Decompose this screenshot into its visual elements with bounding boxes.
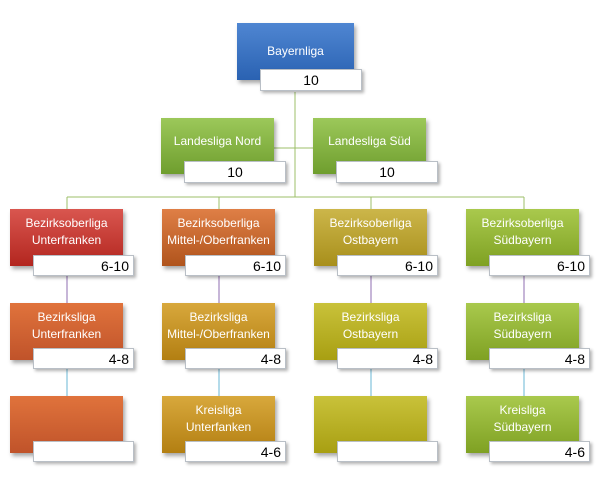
node-landesliga-nord-value: 10 [184,161,286,183]
node-bol-unterfranken-line2: Unterfranken [31,233,102,247]
node-bol-mittel-oberfranken-line2: Mittel-/Oberfranken [167,233,270,247]
node-landesliga-sued-label: Landesliga Süd [328,133,411,148]
node-kl-unterfanken-line2: Unterfanken [185,420,252,434]
node-bayernliga-label: Bayernliga [267,44,324,58]
node-bol-suedbayern-line1: Bezirksoberliga [481,216,564,230]
node-bl-suedbayern-value: 4-8 [489,348,590,369]
node-bol-mittel-oberfranken-value: 6-10 [185,255,286,276]
node-bol-unterfranken-value: 6-10 [33,255,134,276]
node-bol-ostbayern-line2: Ostbayern [342,233,399,247]
node-bol-ostbayern-value: 6-10 [337,255,438,276]
node-kl-unterfanken-line1: Kreisliga [195,403,242,417]
node-bol-suedbayern-line2: Südbayern [493,233,552,247]
node-bl-unterfranken-line1: Bezirksliga [37,310,96,324]
node-kl-suedbayern-line2: Südbayern [493,420,552,434]
node-landesliga-nord-label: Landesliga Nord [173,133,262,148]
node-kl-unterfanken-value: 4-6 [185,441,286,462]
node-bol-suedbayern-value: 6-10 [489,255,590,276]
node-bl-unterfranken-value: 4-8 [33,348,134,369]
node-bol-ostbayern-line1: Bezirksoberliga [329,216,412,230]
node-bl-suedbayern-line2: Südbayern [493,327,552,341]
node-landesliga-sued-value: 10 [336,161,438,183]
node-bl-suedbayern-line1: Bezirksliga [493,310,552,324]
node-kl-col3-value [337,441,438,462]
node-kl-suedbayern-value: 4-6 [489,441,590,462]
node-bl-mittel-oberfranken-line2: Mittel-/Oberfranken [167,327,270,341]
node-bl-ostbayern-value: 4-8 [337,348,438,369]
node-kl-suedbayern-line1: Kreisliga [499,403,546,417]
node-bol-unterfranken-line1: Bezirksoberliga [25,216,108,230]
node-bl-mittel-oberfranken-value: 4-8 [185,348,286,369]
node-bl-mittel-oberfranken-line1: Bezirksliga [189,310,248,324]
node-kl-col1-value [33,441,134,462]
node-bl-unterfranken-line2: Unterfranken [31,327,102,341]
node-bol-mittel-oberfranken-line1: Bezirksoberliga [177,216,260,230]
node-bl-ostbayern-line1: Bezirksliga [341,310,400,324]
node-bayernliga-value: 10 [260,69,362,91]
node-bl-ostbayern-line2: Ostbayern [342,327,399,341]
